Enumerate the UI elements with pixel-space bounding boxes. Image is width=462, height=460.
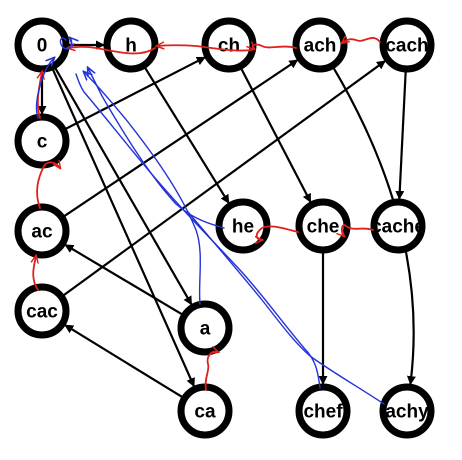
node-ac[interactable]: ac [14, 203, 70, 259]
node-label: cach [385, 36, 428, 57]
node-n0[interactable]: 0 [14, 17, 70, 73]
node-circle [14, 203, 70, 259]
node-label: c [37, 132, 48, 153]
blue-link-c-to-0 [35, 58, 54, 119]
node-label: achy [385, 402, 429, 423]
node-circle [370, 198, 426, 254]
blue-link-achy-to-0 [187, 211, 385, 405]
red-link-ch-to-h [157, 45, 253, 52]
edge-n0-to-ca [50, 66, 196, 388]
edge-ca-to-cac [64, 324, 186, 400]
red-link-ach-to-ch [253, 45, 297, 49]
edge-cach-to-cache [395, 68, 407, 200]
blue-link-0-self [59, 38, 71, 50]
red-link-h-to-0 [68, 47, 156, 55]
node-circle [379, 383, 435, 439]
node-cache[interactable]: cache [370, 198, 426, 254]
node-h[interactable]: h [103, 17, 159, 73]
node-label: ch [218, 36, 240, 57]
node-circle [177, 300, 233, 356]
node-he[interactable]: he [215, 198, 271, 254]
edge-a-to-ac [64, 243, 185, 317]
edge-c-to-ch [62, 56, 206, 132]
node-circle [379, 17, 435, 73]
node-label: a [200, 319, 211, 340]
node-chef[interactable]: chef [295, 383, 351, 439]
red-link-ca-to-a [204, 352, 218, 391]
red-link-cac-to-ac [33, 256, 39, 291]
blue-link-a-to-0 [84, 72, 202, 305]
node-che[interactable]: che [295, 198, 351, 254]
node-label: h [125, 36, 137, 57]
edge-cac-to-cach [60, 60, 386, 298]
node-cach[interactable]: cach [379, 17, 435, 73]
node-circle [295, 383, 351, 439]
edge-h-to-he [142, 64, 230, 204]
red-link-ac-to-c [36, 162, 60, 209]
node-circle [14, 283, 70, 339]
node-label: he [232, 217, 254, 238]
node-a[interactable]: a [177, 300, 233, 356]
node-label: cache [371, 217, 425, 238]
node-ca[interactable]: ca [177, 383, 233, 439]
node-achy[interactable]: achy [379, 383, 435, 439]
node-label: ach [304, 36, 337, 57]
edge-n0-to-a [53, 65, 193, 306]
edge-ac-to-ach [61, 59, 299, 219]
annotations-layer [33, 38, 385, 405]
node-c[interactable]: c [14, 113, 70, 169]
blue-link-chef-to-0 [75, 73, 321, 389]
node-label: cac [26, 302, 58, 323]
node-label: che [307, 217, 340, 238]
node-ach[interactable]: ach [292, 17, 348, 73]
node-label: chef [303, 402, 343, 423]
red-link-cache-to-che [342, 224, 374, 236]
node-label: 0 [37, 36, 48, 57]
node-circle [14, 113, 70, 169]
node-label: ac [31, 222, 53, 243]
node-cac[interactable]: cac [14, 283, 70, 339]
blue-link-he-to-h [88, 68, 225, 229]
node-label: ca [194, 402, 216, 423]
node-circle [292, 17, 348, 73]
red-link-che-to-he [257, 225, 299, 240]
red-link-cach-to-ach [342, 38, 381, 43]
edge-ch-to-che [239, 65, 312, 203]
edges-layer [37, 40, 416, 400]
node-ch[interactable]: ch [201, 17, 257, 73]
